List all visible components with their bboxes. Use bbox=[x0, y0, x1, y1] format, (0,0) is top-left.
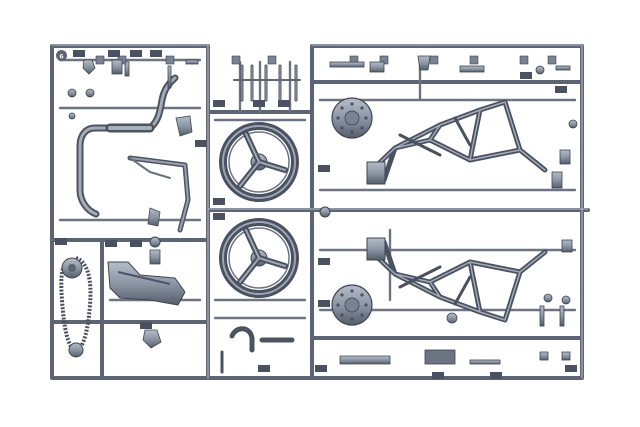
footpeg-bracket bbox=[127, 155, 191, 233]
fork-parts bbox=[220, 64, 301, 374]
frame-half-upper bbox=[366, 99, 548, 185]
small-parts-top-left bbox=[67, 59, 199, 137]
part-number-tags bbox=[55, 50, 577, 379]
sprue-letter-text: 6 bbox=[59, 54, 63, 61]
sprue-joint bbox=[319, 206, 331, 218]
sprue-letter-badge bbox=[56, 50, 67, 61]
brake-disc-upper bbox=[331, 97, 373, 139]
small-parts-right bbox=[329, 55, 578, 365]
front-wheel bbox=[219, 122, 299, 202]
rear-wheel bbox=[219, 218, 299, 298]
sprue-frame-highlight bbox=[51, 44, 589, 379]
swingarm-part bbox=[107, 207, 186, 349]
brake-disc-lower bbox=[331, 284, 373, 326]
frame-half-lower bbox=[366, 237, 548, 323]
drive-chain bbox=[59, 256, 93, 358]
